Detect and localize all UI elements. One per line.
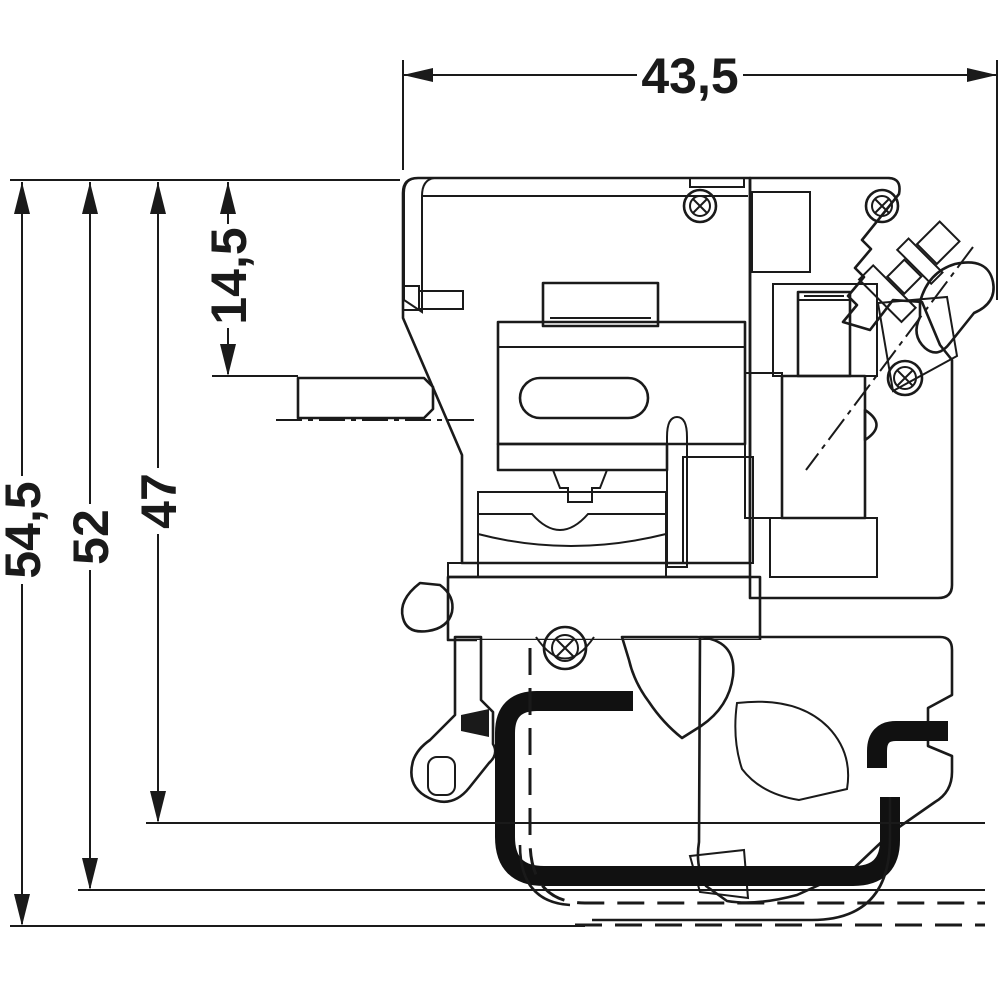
foot-screw-inner [551, 634, 579, 662]
housing-upper-body [401, 176, 752, 565]
mount-notch [402, 285, 420, 311]
dimension-54-5: 54,5 [0, 179, 585, 927]
screw-holes [682, 188, 924, 397]
conductor-channel [477, 513, 667, 547]
yoke-base-block [769, 517, 878, 578]
screw-head [541, 281, 660, 328]
mount-lug [418, 290, 464, 310]
busbar-group [276, 246, 974, 471]
foot-left-flange [400, 581, 454, 633]
housing-right-body [748, 176, 954, 600]
foot-center-jaw [620, 635, 735, 740]
housing-left-wall [403, 177, 435, 314]
clamp-lower [496, 442, 669, 472]
dim-label-latch-height: 52 [63, 509, 119, 565]
dimension-43-5: 43,5 [402, 48, 998, 300]
screw-hole-1-cross [692, 198, 708, 214]
right-screw-assembly [744, 290, 878, 578]
bottom-wall-band [447, 562, 751, 578]
divider-post [666, 415, 688, 568]
foot-rim [446, 575, 762, 642]
rail-right-flange [867, 721, 948, 768]
screw-hole-3-inner [893, 366, 917, 390]
dimension-14-5: 14,5 [201, 182, 298, 377]
rail-channel [477, 640, 932, 882]
rail-hook [915, 261, 995, 354]
screw-hole-1-inner [689, 195, 711, 217]
din-rail-profile [495, 648, 985, 927]
foot-right-cavity [734, 700, 850, 802]
screw-hole-3-cross [896, 369, 914, 387]
screw-hole-2-cross [874, 198, 890, 214]
latch-outline [592, 797, 892, 922]
screw-hole-2 [864, 188, 900, 224]
pocket-mid [682, 456, 754, 564]
wire-axis-centerline [805, 246, 974, 471]
foot-screw-boss [535, 636, 595, 660]
clamp-slot [518, 376, 650, 420]
dimension-47: 47 [131, 182, 985, 824]
mounting-foot [400, 575, 954, 904]
arm-slot [427, 756, 456, 796]
dim-label-width: 43,5 [641, 48, 738, 104]
foot-screw-cross [555, 638, 575, 658]
latch-pawl [461, 709, 489, 737]
screw-hole-1 [682, 188, 718, 224]
screw-shaft [796, 290, 852, 378]
screw-clamp [477, 281, 747, 578]
screw-hole-3 [886, 359, 924, 397]
dim-label-overall-height: 54,5 [0, 481, 51, 578]
clamp-body [496, 320, 747, 446]
pocket-screw [772, 283, 878, 377]
dim-label-rail-height: 47 [131, 473, 187, 529]
wire-entry-funnel [857, 220, 961, 324]
dim-label-busbar-offset: 14,5 [201, 227, 257, 324]
screw-tip [551, 469, 609, 503]
wire-contact-bump [863, 408, 878, 442]
screw-hole-2-inner [871, 195, 893, 217]
busbar-section [296, 376, 435, 420]
foot-screw-hole [542, 625, 588, 671]
dimension-52: 52 [63, 182, 985, 891]
top-step [689, 178, 745, 188]
rail-main [495, 691, 900, 886]
pocket-top [751, 191, 811, 273]
alt-rail-dashed [528, 648, 985, 905]
latch-outline-left [518, 844, 571, 907]
